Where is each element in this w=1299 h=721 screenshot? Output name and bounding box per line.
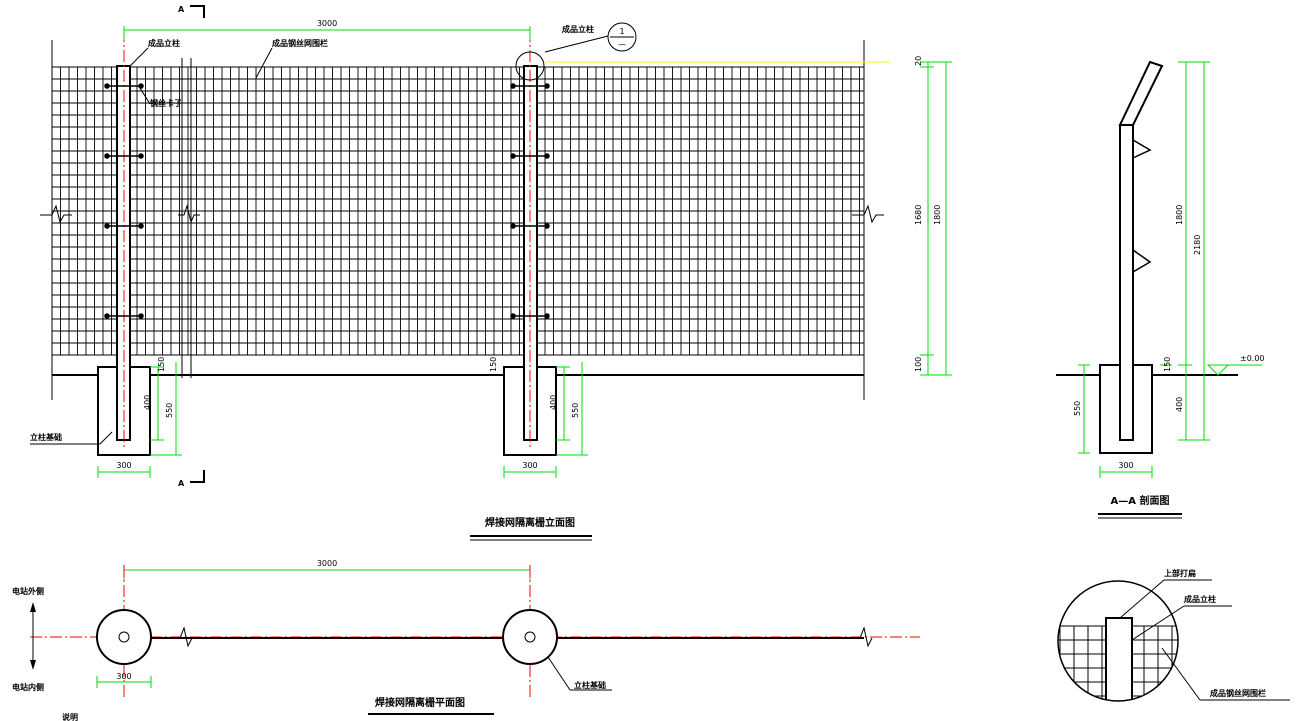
dim-top-text: 20 [914,56,923,66]
dim-right-chain [920,61,952,376]
section-dim-found-depth: 550 [1073,401,1082,416]
plan-view: 3000 300 电站外侧 电站内侧 立柱基础 焊接网隔离栅平面图 说明 [12,559,920,721]
section-post-lower [1119,124,1134,441]
section-mark-top: A [178,5,185,14]
clips-right [510,83,550,319]
plan-break-mark-right [859,626,873,648]
section-mark-bottom: A [178,479,185,488]
plan-title: 焊接网隔离栅平面图 [375,696,465,709]
detail-label-post: 成品立柱 [1184,594,1216,604]
label-clip: 钢丝卡子 [150,98,182,108]
leader-post-left [129,47,149,67]
elevation-title: 焊接网隔离栅立面图 [485,516,575,529]
detail-index-number: 1 [619,27,624,36]
plan-label-inner: 电站内侧 [12,682,44,692]
clips-left [104,83,144,319]
leader-foundation-b [99,431,113,445]
dim-found-embed-right: 400 [549,395,558,410]
plan-label-foundation: 立柱基础 [574,680,606,690]
section-bracket-lower [1132,249,1152,273]
section-dim-total: 2180 [1193,235,1202,255]
mesh-grid [51,66,864,356]
dim-found-width-right: 300 [522,461,537,470]
dim-bottom-text: 100 [914,357,923,372]
level-text: ±0.00 [1240,354,1265,363]
dim-height-text: 1800 [933,205,942,225]
detail-callout-circle [515,51,545,81]
label-foundation: 立柱基础 [30,432,62,442]
plan-post-left [118,631,130,643]
detail-leader-post [1131,605,1185,641]
section-dim-found-top: 150 [1163,357,1172,372]
plan-arrow-up [30,602,36,612]
plan-dim-foundation [96,676,152,688]
dim-mesh-text: 1680 [914,205,923,225]
section-dim-height: 1800 [1175,205,1184,225]
label-mesh: 成品钢丝网围栏 [272,38,328,48]
plan-dim-spacing [123,566,531,580]
leader-clip [139,87,151,105]
detail-view: 上部打扁 成品立柱 成品钢丝网围栏 [1057,568,1290,702]
elevation-view: 1 — 成品立柱 A A 3000 成品立柱 成品钢丝网围栏 钢丝卡子 立柱基础 [30,5,952,541]
detail-mesh [1058,617,1178,701]
detail-index-sheet: — [618,40,626,49]
dim-found-depth-left: 550 [165,403,174,418]
dim-found-top-left: 150 [157,357,166,372]
section-dim-found-width: 300 [1118,461,1133,470]
level-marker [1206,364,1230,376]
leader-mesh [255,47,273,79]
plan-arrow-down [30,660,36,670]
detail-index-leader [544,35,609,53]
dim-post-spacing-text: 3000 [317,19,337,28]
detail-label-mesh: 成品钢丝网围栏 [1210,688,1266,698]
section-cut-bottom [190,470,205,483]
plan-dim-foundation-text: 300 [116,672,131,681]
dim-foundation-right [503,362,588,478]
section-dim-found-embed: 400 [1175,397,1184,412]
detail-circle [1057,580,1179,702]
section-dims [1078,61,1210,478]
dim-found-top-right: 150 [489,357,498,372]
dim-found-depth-right: 550 [571,403,580,418]
detail-post [1105,617,1133,701]
section-view: ±0.00 1800 2180 150 400 550 300 A—A 剖面图 [1056,60,1265,519]
break-mark-middle [178,204,200,224]
break-mark-right [852,204,884,224]
label-post-left: 成品立柱 [148,38,180,48]
dim-found-embed-left: 400 [143,395,152,410]
plan-post-right [524,631,536,643]
dim-foundation-left [97,362,182,478]
section-cut-top [190,5,205,18]
break-mark-left [40,204,72,224]
detail-leader-mesh [1161,647,1201,701]
plan-leader-foundation [547,656,571,691]
section-bracket-upper [1132,139,1152,159]
plan-break-mark-mid [179,626,193,648]
section-post-bent-top [1118,60,1164,126]
detail-label-top: 上部打扁 [1164,568,1196,578]
plan-dim-spacing-text: 3000 [317,559,337,568]
dim-found-width-left: 300 [116,461,131,470]
label-post-right: 成品立柱 [562,24,594,34]
section-title: A—A 剖面图 [1111,494,1170,507]
dim-post-spacing [123,26,531,40]
plan-label-outer: 电站外侧 [12,586,44,596]
detail-leader-top [1119,579,1165,619]
note-heading: 说明 [62,712,78,721]
